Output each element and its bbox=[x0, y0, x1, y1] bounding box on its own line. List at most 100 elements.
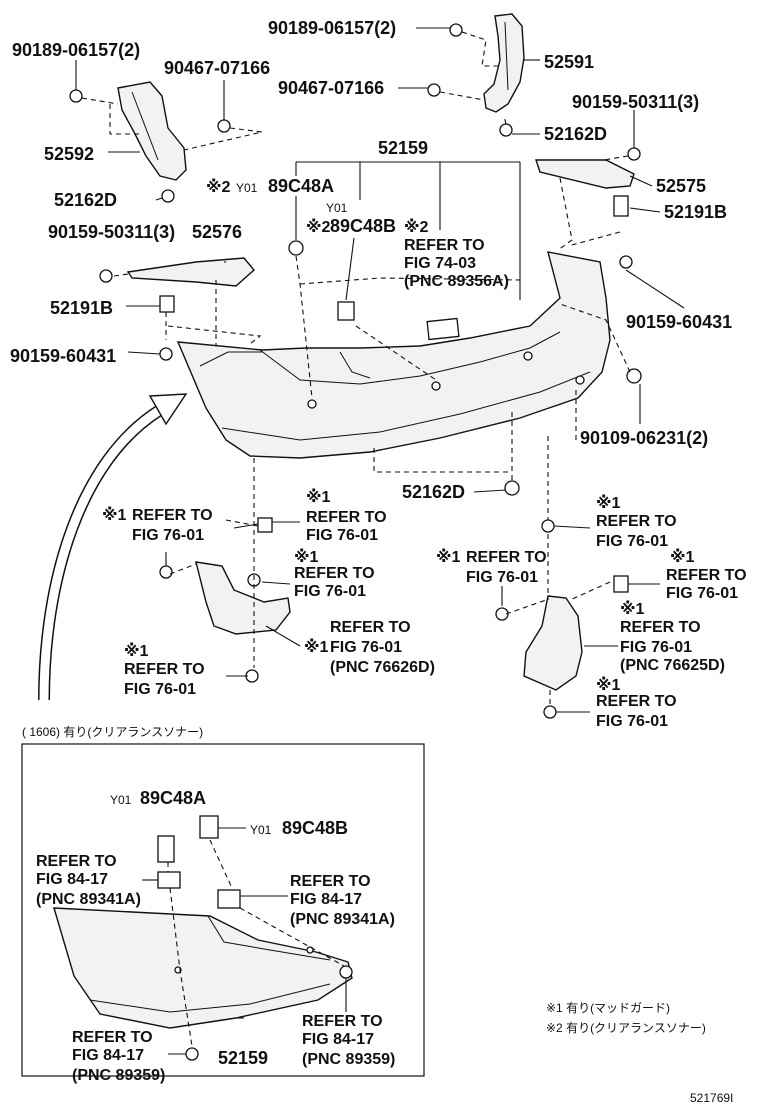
y01-labels: ※2 Y01 89C48A Y01 ※2 89C48B bbox=[206, 176, 396, 236]
mark-1-i: ※1 bbox=[620, 600, 645, 618]
mark-1-b: ※1 bbox=[306, 488, 331, 506]
dashed-guides bbox=[81, 31, 631, 704]
inset-refer-to-a: REFER TO bbox=[36, 853, 117, 870]
retainer-52575 bbox=[535, 159, 635, 189]
mark-1-d: ※1 bbox=[304, 638, 329, 656]
fig-76-01-g: FIG 76-01 bbox=[466, 569, 538, 586]
inset-y01-code-89c48b: 89C48B bbox=[282, 818, 348, 838]
mark-1-f: ※1 bbox=[596, 494, 621, 512]
y01-code-89c48b: 89C48B bbox=[330, 216, 396, 236]
refer-to-c: REFER TO bbox=[294, 565, 375, 582]
refer-to-i: REFER TO bbox=[620, 619, 701, 636]
inset-labels: ( 1606) 有り(クリアランスソナー) Y01 89C48A Y01 89C… bbox=[22, 725, 395, 1084]
label-52162d-left: 52162D bbox=[54, 190, 117, 210]
label-52591: 52591 bbox=[544, 52, 594, 72]
pnc-89356a: (PNC 89356A) bbox=[404, 273, 509, 290]
legend-note-1: ※1 有り(マッドガード) bbox=[546, 1001, 670, 1015]
inset-y01-prefix-a: Y01 bbox=[110, 793, 132, 807]
inset-refer-to-c: REFER TO bbox=[302, 1013, 383, 1030]
fig-76-01-c: FIG 76-01 bbox=[294, 583, 366, 600]
fig-74-03: FIG 74-03 bbox=[404, 255, 476, 272]
inset-refer-to-b: REFER TO bbox=[290, 873, 371, 890]
y01-code-89c48a: 89C48A bbox=[268, 176, 334, 196]
inset-pnc-89341a-b: (PNC 89341A) bbox=[290, 911, 395, 928]
label-52576: 52576 bbox=[192, 222, 242, 242]
label-90467-07166-left: 90467-07166 bbox=[164, 58, 270, 78]
label-90159-60431-left: 90159-60431 bbox=[10, 346, 116, 366]
mudguard-right bbox=[523, 595, 583, 691]
inset-label-52159: 52159 bbox=[218, 1048, 268, 1068]
inset-fasteners bbox=[157, 815, 353, 1061]
fig-76-01-d: FIG 76-01 bbox=[330, 639, 402, 656]
mark-2-b: ※2 bbox=[306, 218, 331, 236]
legend-notes: ※1 有り(マッドガード) ※2 有り(クリアランスソナー) bbox=[546, 1001, 706, 1035]
inset-bumper bbox=[53, 907, 353, 1029]
refer-to-b: REFER TO bbox=[306, 509, 387, 526]
bracket-52591 bbox=[483, 13, 525, 113]
inset-title: ( 1606) 有り(クリアランスソナー) bbox=[22, 725, 203, 739]
refer-to-h: REFER TO bbox=[666, 567, 747, 584]
fig-76-01-e: FIG 76-01 bbox=[124, 681, 196, 698]
retainer-52576 bbox=[126, 257, 255, 287]
inset-refer-to-d: REFER TO bbox=[72, 1029, 153, 1046]
mark-1-a: ※1 bbox=[102, 506, 127, 524]
inset-fig-84-17-b: FIG 84-17 bbox=[290, 891, 362, 908]
inset-y01-code-89c48a: 89C48A bbox=[140, 788, 206, 808]
bumper-cover-52159 bbox=[176, 251, 611, 459]
mark-1-g: ※1 bbox=[436, 548, 461, 566]
pnc-76625d: (PNC 76625D) bbox=[620, 657, 725, 674]
y01-prefix-b: Y01 bbox=[326, 201, 348, 215]
inset-y01-prefix-b: Y01 bbox=[250, 823, 272, 837]
label-90467-07166-right: 90467-07166 bbox=[278, 78, 384, 98]
fig-76-01-f: FIG 76-01 bbox=[596, 533, 668, 550]
inset-fig-84-17-c: FIG 84-17 bbox=[302, 1031, 374, 1048]
fig-76-01-b: FIG 76-01 bbox=[306, 527, 378, 544]
y01-prefix-a: Y01 bbox=[236, 181, 258, 195]
curved-arrow bbox=[38, 393, 188, 701]
mark-1-e: ※1 bbox=[124, 642, 149, 660]
inset-frame bbox=[21, 743, 425, 1077]
label-52191b-right: 52191B bbox=[664, 202, 727, 222]
diagram-id: 521769I bbox=[690, 1091, 733, 1105]
fig-76-01-j: FIG 76-01 bbox=[596, 713, 668, 730]
fasteners bbox=[69, 23, 642, 719]
label-90159-60431-right: 90159-60431 bbox=[626, 312, 732, 332]
legend-note-2: ※2 有り(クリアランスソナー) bbox=[546, 1021, 706, 1035]
refer-to-j: REFER TO bbox=[596, 693, 677, 710]
refer-labels: ※2 REFER TO FIG 74-03 (PNC 89356A) ※1 RE… bbox=[102, 218, 747, 730]
mark-1-h: ※1 bbox=[670, 548, 695, 566]
inset-fig-84-17-a: FIG 84-17 bbox=[36, 871, 108, 888]
inset-fig-84-17-d: FIG 84-17 bbox=[72, 1047, 144, 1064]
label-52575: 52575 bbox=[656, 176, 706, 196]
mark-2-c: ※2 bbox=[404, 218, 429, 236]
fig-76-01-h: FIG 76-01 bbox=[666, 585, 738, 602]
leader-lines bbox=[75, 27, 685, 713]
pnc-76626d: (PNC 76626D) bbox=[330, 659, 435, 676]
inset-lines bbox=[142, 827, 347, 1055]
refer-to-74: REFER TO bbox=[404, 237, 485, 254]
part-number-labels: 90189-06157(2) 90189-06157(2) 52591 9046… bbox=[10, 18, 732, 502]
label-90159-50311-left: 90159-50311(3) bbox=[48, 222, 175, 242]
mark-1-j: ※1 bbox=[596, 676, 621, 694]
refer-to-g: REFER TO bbox=[466, 549, 547, 566]
inset-pnc-89359-d: (PNC 89359) bbox=[72, 1067, 165, 1084]
label-52592: 52592 bbox=[44, 144, 94, 164]
inset-pnc-89341a-a: (PNC 89341A) bbox=[36, 891, 141, 908]
label-52191b-left: 52191B bbox=[50, 298, 113, 318]
mudguard-left bbox=[195, 561, 291, 635]
refer-to-d: REFER TO bbox=[330, 619, 411, 636]
refer-to-a: REFER TO bbox=[132, 507, 213, 524]
label-90189-06157-right: 90189-06157(2) bbox=[268, 18, 396, 38]
refer-to-f: REFER TO bbox=[596, 513, 677, 530]
bracket-52592 bbox=[117, 81, 187, 181]
label-52162d-right: 52162D bbox=[544, 124, 607, 144]
fig-76-01-a: FIG 76-01 bbox=[132, 527, 204, 544]
label-52159: 52159 bbox=[378, 138, 428, 158]
label-90109-06231: 90109-06231(2) bbox=[580, 428, 708, 448]
label-90189-06157-left: 90189-06157(2) bbox=[12, 40, 140, 60]
refer-to-e: REFER TO bbox=[124, 661, 205, 678]
label-90159-50311-right: 90159-50311(3) bbox=[572, 92, 699, 112]
inset-pnc-89359-c: (PNC 89359) bbox=[302, 1051, 395, 1068]
